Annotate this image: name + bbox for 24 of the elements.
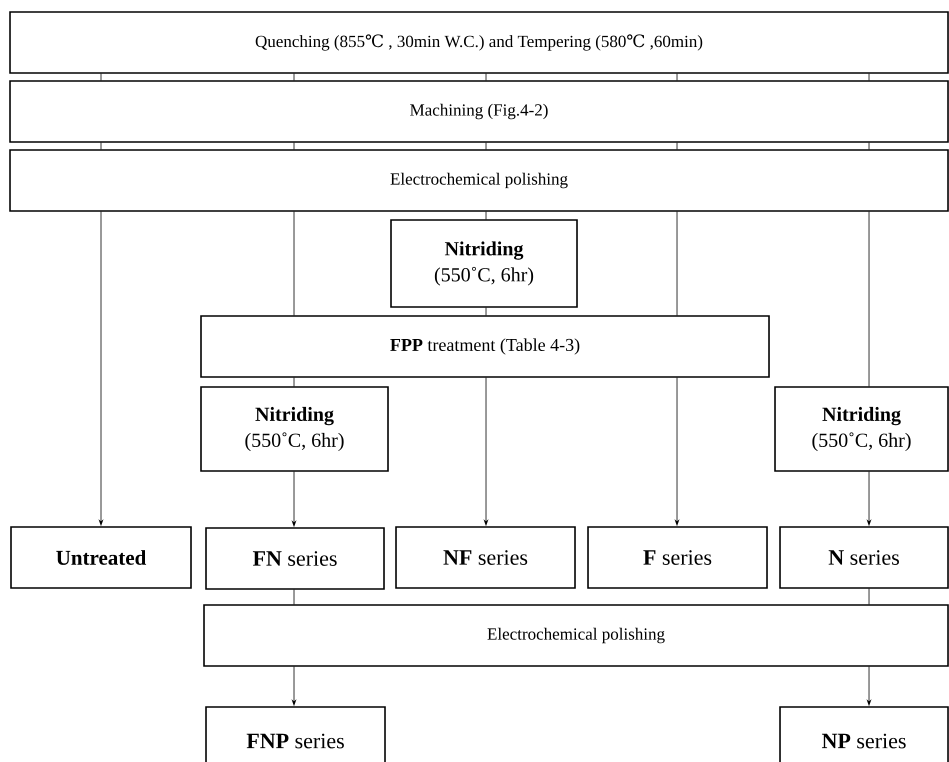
connector-line <box>868 588 870 605</box>
result-box: Untreated <box>10 526 192 589</box>
process-box: FPP treatment (Table 4-3) <box>200 315 770 378</box>
connector-line <box>676 73 678 81</box>
process-box: Machining (Fig.4-2) <box>9 80 949 143</box>
result-box: FNP series <box>205 706 386 762</box>
result-box: F series <box>587 526 768 589</box>
result-box: NF series <box>395 526 576 589</box>
result-box: FN series <box>205 527 385 590</box>
process-box: Electrochemical polishing <box>203 604 949 667</box>
connector-line <box>676 211 678 316</box>
process-box: Nitriding (550˚C, 6hr) <box>774 386 949 472</box>
result-box: N series <box>779 526 949 589</box>
connector-line <box>100 73 102 81</box>
process-box: Nitriding (550˚C, 6hr) <box>390 219 578 308</box>
connector-line <box>868 211 870 387</box>
connector-line <box>868 73 870 81</box>
process-box: Nitriding (550˚C, 6hr) <box>200 386 389 472</box>
process-box: Quenching (855℃ , 30min W.C.) and Tempering (580℃ ,60min) <box>9 11 949 74</box>
process-box: Electrochemical polishing <box>9 149 949 212</box>
connector-line <box>868 142 870 150</box>
connector-line <box>676 142 678 150</box>
result-box: NP series <box>779 706 949 762</box>
connector-line <box>100 142 102 150</box>
